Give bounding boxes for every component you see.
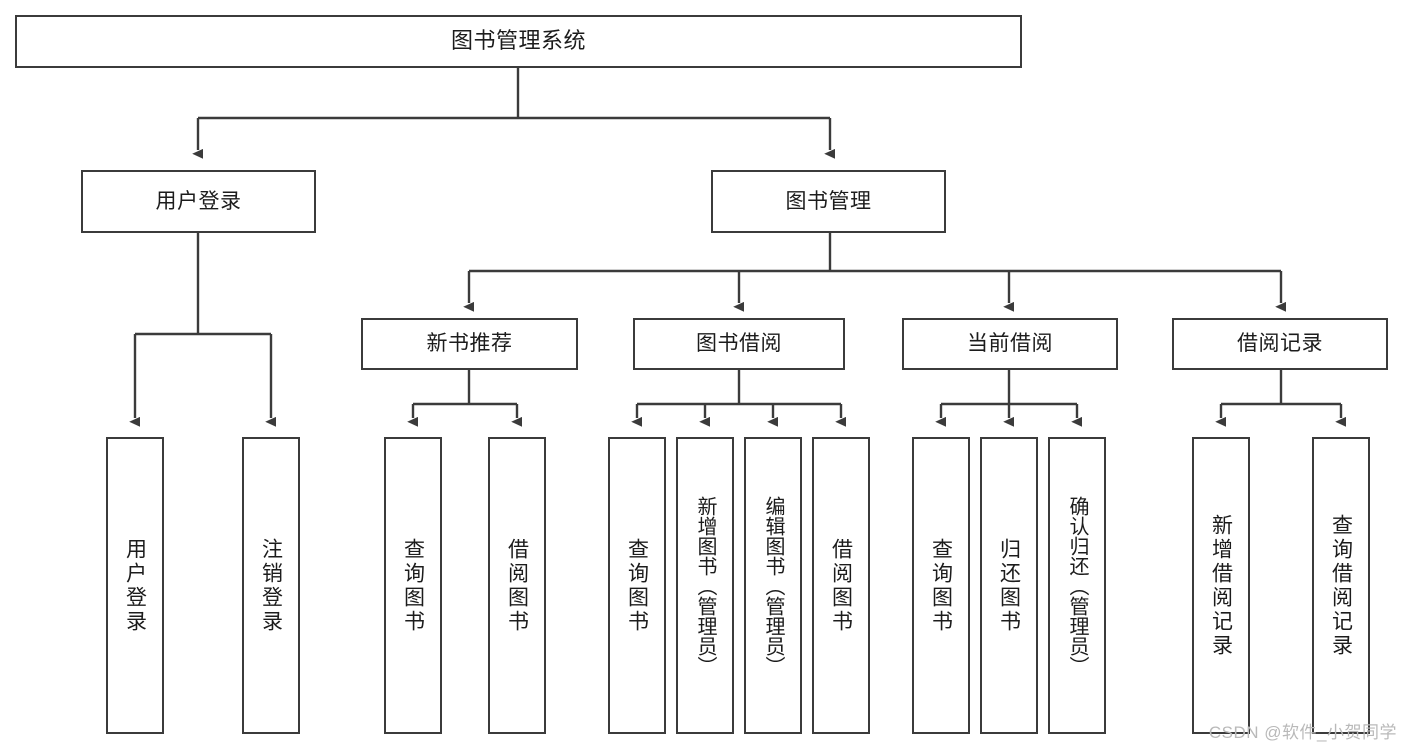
leaf-logout[interactable]: 注销登录 (242, 437, 300, 734)
leaf-query-book-current[interactable]: 查询图书 (912, 437, 970, 734)
node-book-management[interactable]: 图书管理 (711, 170, 946, 233)
node-label: 当前借阅 (967, 332, 1053, 356)
leaf-user-login[interactable]: 用户登录 (106, 437, 164, 734)
leaf-query-borrow-record[interactable]: 查询借阅记录 (1312, 437, 1370, 734)
node-label: 查询图书 (625, 537, 649, 634)
node-new-book-recommendation[interactable]: 新书推荐 (361, 318, 578, 370)
leaf-query-book-borrow[interactable]: 查询图书 (608, 437, 666, 734)
leaf-query-book-recommendation[interactable]: 查询图书 (384, 437, 442, 734)
node-label: 新书推荐 (426, 332, 513, 356)
node-label: 查询图书 (401, 537, 425, 634)
leaf-edit-book-admin[interactable]: 编辑图书（管理员） (744, 437, 802, 734)
leaf-confirm-return-admin[interactable]: 确认归还（管理员） (1048, 437, 1106, 734)
node-label: 确认归还（管理员） (1066, 495, 1088, 676)
leaf-borrow-book-recommendation[interactable]: 借阅图书 (488, 437, 546, 734)
node-label: 编辑图书（管理员） (762, 495, 784, 676)
node-root-book-management-system[interactable]: 图书管理系统 (15, 15, 1022, 68)
node-label: 图书管理 (785, 189, 872, 213)
node-label: 归还图书 (997, 537, 1021, 634)
node-label: 新增借阅记录 (1209, 513, 1233, 658)
node-label: 查询借阅记录 (1329, 513, 1353, 658)
csdn-watermark: CSDN @软件_小贺同学 (1208, 723, 1397, 742)
node-borrow-record[interactable]: 借阅记录 (1172, 318, 1388, 370)
leaf-return-book[interactable]: 归还图书 (980, 437, 1038, 734)
node-label: 借阅记录 (1237, 332, 1323, 356)
node-label: 新增图书（管理员） (694, 495, 716, 676)
node-label: 借阅图书 (829, 537, 853, 634)
leaf-add-book-admin[interactable]: 新增图书（管理员） (676, 437, 734, 734)
node-label: 用户登录 (155, 189, 242, 213)
leaf-borrow-book[interactable]: 借阅图书 (812, 437, 870, 734)
node-label: 查询图书 (929, 537, 953, 634)
node-label: 借阅图书 (505, 537, 529, 634)
node-label: 图书管理系统 (450, 28, 586, 54)
node-book-borrow[interactable]: 图书借阅 (633, 318, 845, 370)
node-user-login[interactable]: 用户登录 (81, 170, 316, 233)
node-label: 用户登录 (123, 537, 147, 634)
node-label: 图书借阅 (696, 332, 782, 356)
node-current-borrow[interactable]: 当前借阅 (902, 318, 1118, 370)
node-label: 注销登录 (259, 537, 283, 634)
leaf-add-borrow-record[interactable]: 新增借阅记录 (1192, 437, 1250, 734)
